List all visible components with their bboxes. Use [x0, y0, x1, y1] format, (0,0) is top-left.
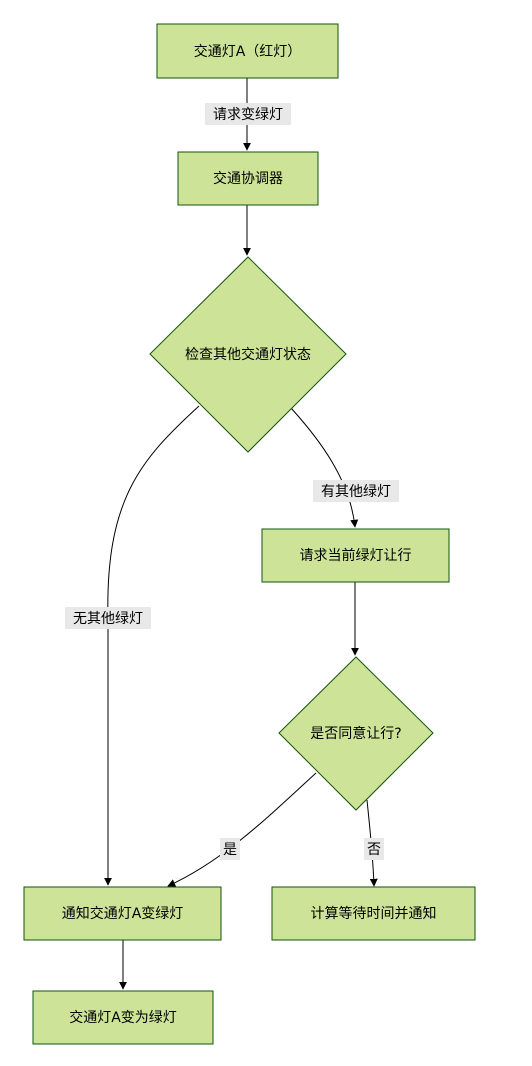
edges — [104, 78, 378, 990]
node-calc-wait: 计算等待时间并通知 — [271, 886, 476, 941]
edge-check-to-notify — [104, 405, 200, 886]
node-check-others: 检查其他交通灯状态 — [149, 256, 347, 453]
edge-labels: 请求变绿灯 有其他绿灯 无其他绿灯 是 否 — [65, 103, 399, 860]
edge-check-to-request-yield — [290, 407, 359, 528]
node-check-others-label: 检查其他交通灯状态 — [185, 346, 311, 363]
edge-label-yes-text: 是 — [223, 842, 237, 858]
edge-label-has-green: 有其他绿灯 — [313, 480, 399, 502]
edge-label-request-green: 请求变绿灯 — [205, 103, 291, 125]
edge-label-yes: 是 — [220, 838, 240, 860]
edge-label-no-green-text: 无其他绿灯 — [73, 611, 143, 627]
node-light-a-green: 交通灯A变为绿灯 — [32, 990, 214, 1045]
edge-label-request-green-text: 请求变绿灯 — [213, 107, 283, 123]
node-request-yield-label: 请求当前绿灯让行 — [300, 547, 412, 564]
node-light-a-red-label: 交通灯A（红灯） — [194, 43, 302, 60]
node-notify-green-label: 通知交通灯A变绿灯 — [62, 905, 184, 922]
node-agree-yield-label: 是否同意让行? — [310, 725, 401, 742]
node-notify-green: 通知交通灯A变绿灯 — [23, 886, 222, 941]
edge-label-has-green-text: 有其他绿灯 — [321, 484, 391, 500]
edge-label-no-green: 无其他绿灯 — [65, 607, 151, 629]
edge-label-no-text: 否 — [367, 842, 381, 858]
node-coordinator-label: 交通协调器 — [213, 170, 283, 187]
node-light-a-red: 交通灯A（红灯） — [156, 23, 339, 79]
edge-label-no: 否 — [364, 838, 384, 860]
node-light-a-green-label: 交通灯A变为绿灯 — [69, 1009, 177, 1026]
node-calc-wait-label: 计算等待时间并通知 — [311, 905, 437, 922]
nodes: 交通灯A（红灯） 交通协调器 检查其他交通灯状态 请求当前绿灯让行 是否同意让行… — [23, 23, 476, 1045]
node-coordinator: 交通协调器 — [177, 151, 319, 206]
node-agree-yield: 是否同意让行? — [278, 656, 434, 811]
node-request-yield: 请求当前绿灯让行 — [261, 528, 450, 583]
edge-agree-yes — [167, 772, 317, 887]
